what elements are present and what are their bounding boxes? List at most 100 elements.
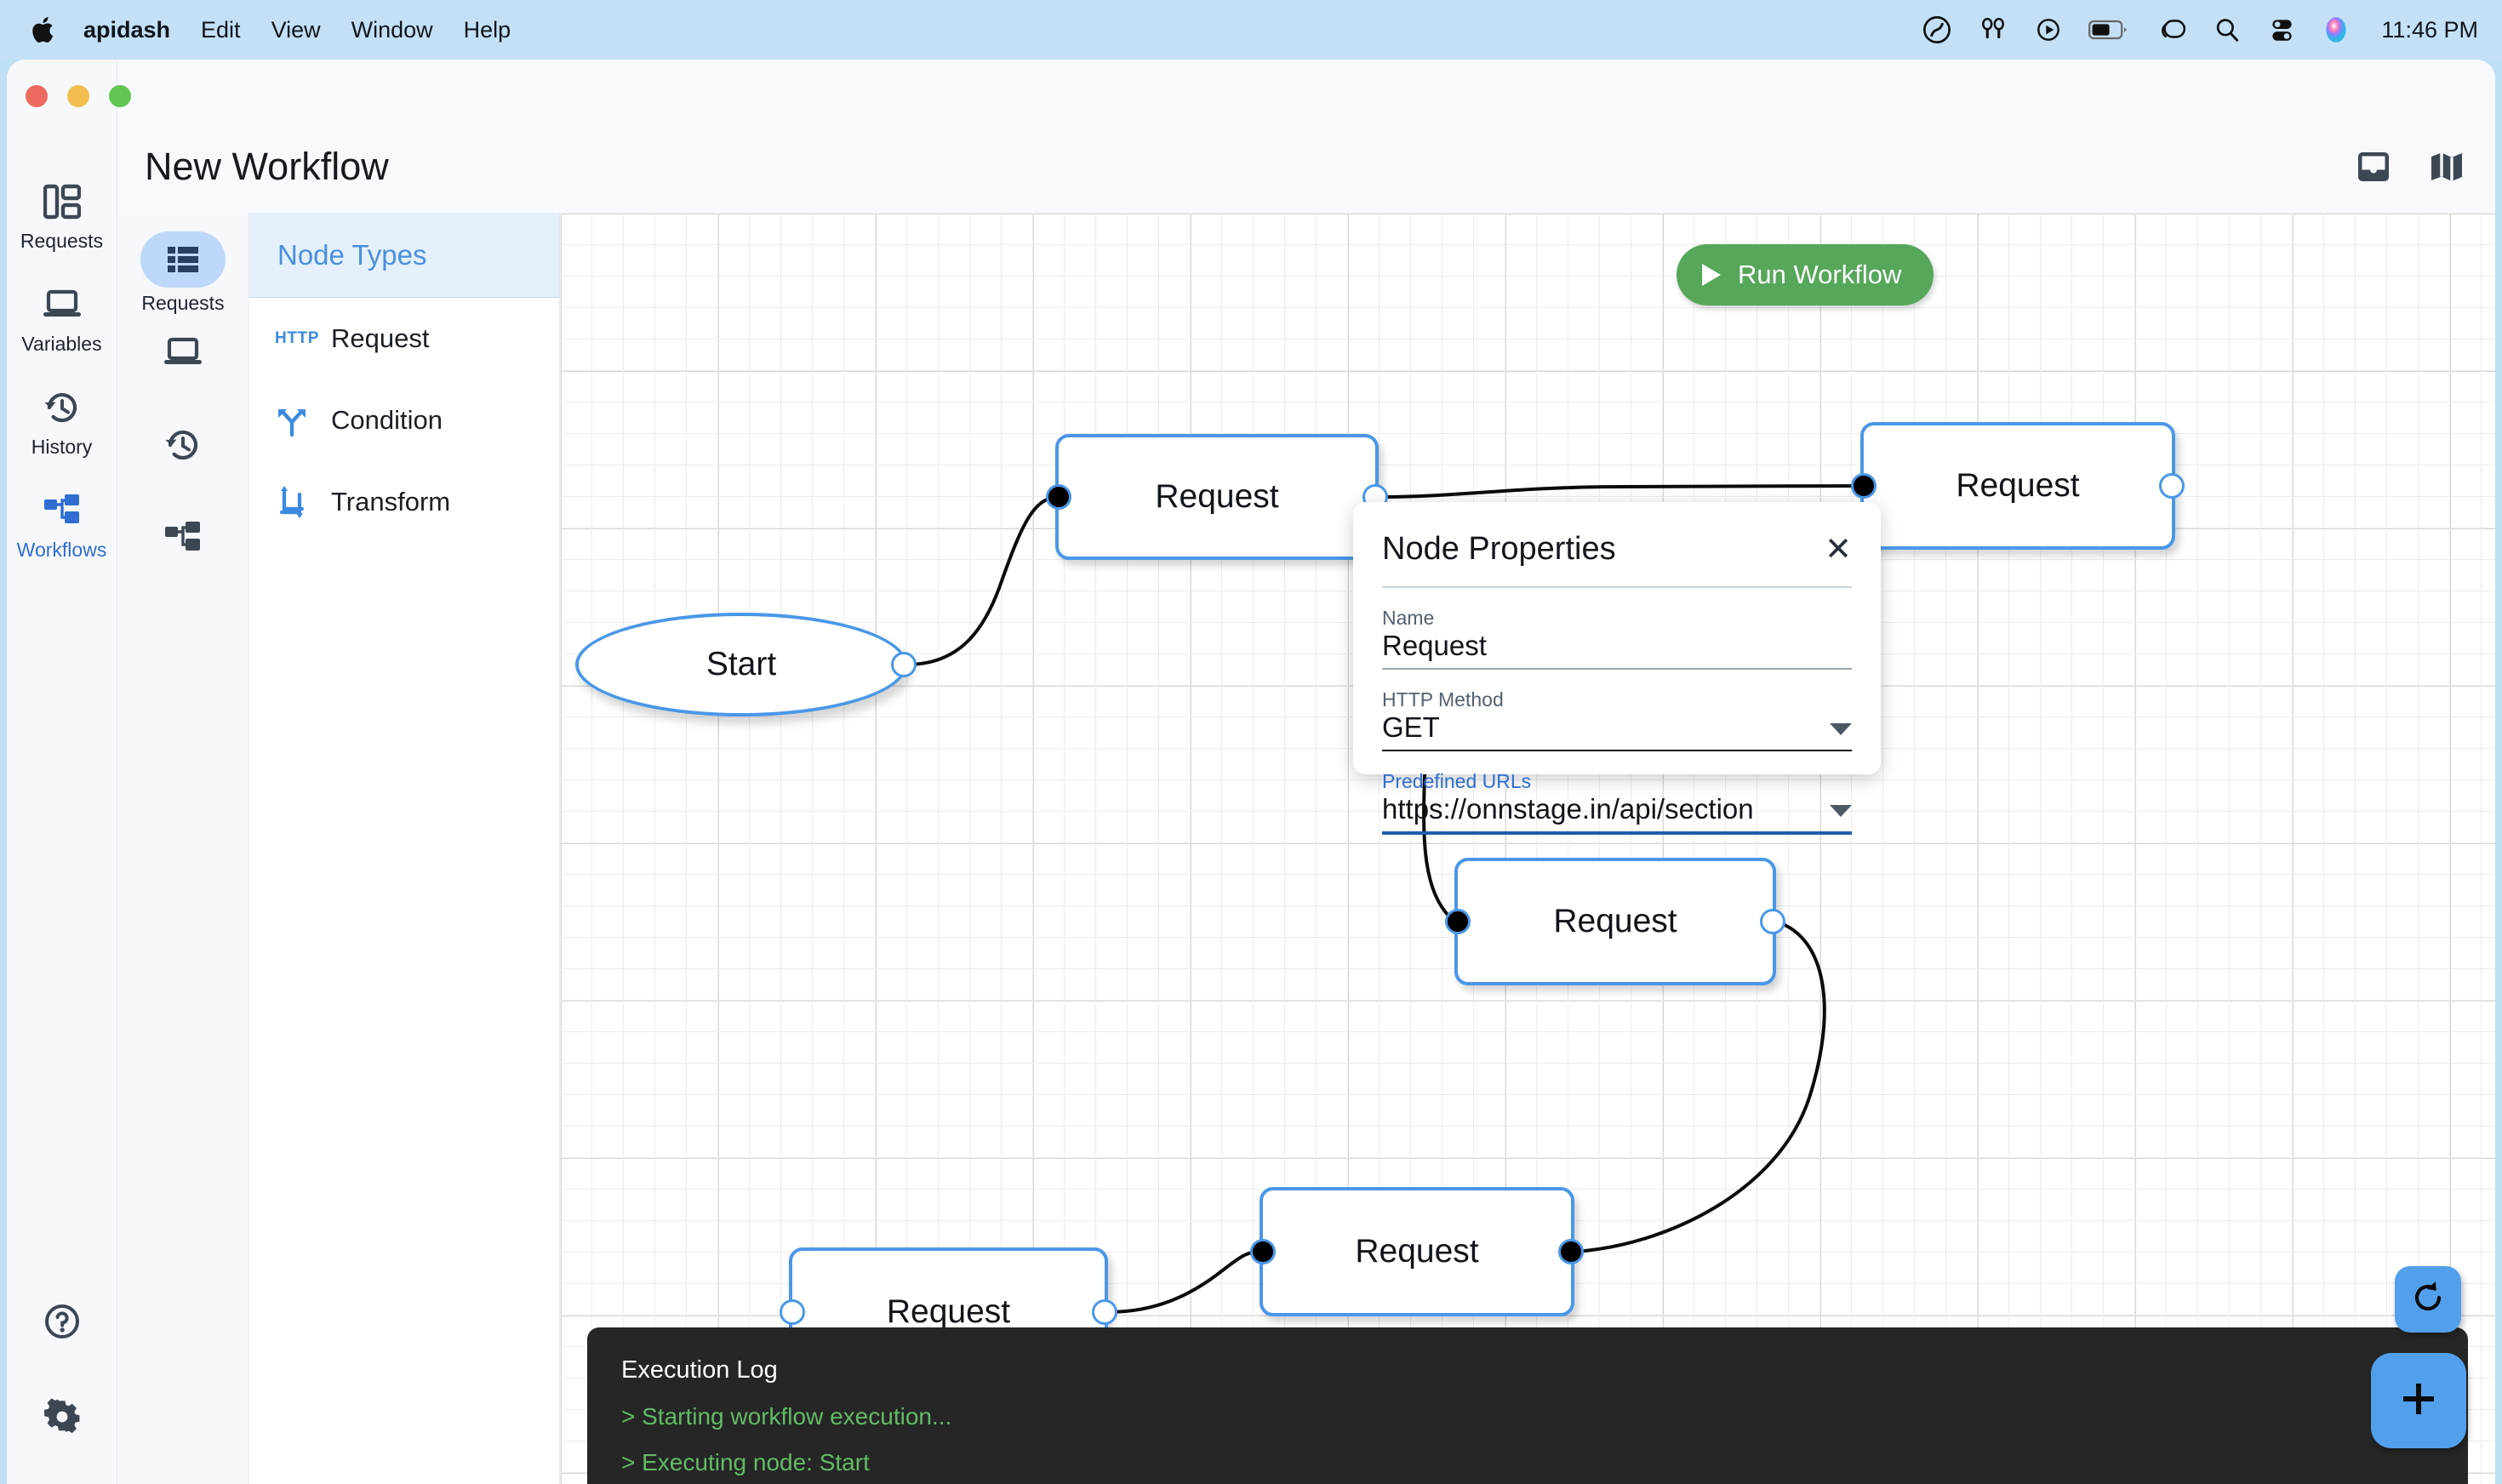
- list-rows-icon: [140, 231, 226, 288]
- sidebar-item-history[interactable]: History: [11, 385, 113, 459]
- menu-apidash[interactable]: apidash: [83, 16, 171, 43]
- history-clock-icon: [43, 385, 82, 431]
- battery-icon[interactable]: [2088, 13, 2129, 47]
- subrail-item-history[interactable]: [128, 417, 238, 501]
- app-window: Requests Variables History Workflows: [7, 60, 2495, 1484]
- node-label: Request: [1355, 1233, 1479, 1270]
- workflow-node-request-2[interactable]: Request: [1851, 422, 2185, 550]
- window-minimize-button[interactable]: [67, 85, 89, 107]
- workflow-header: New Workflow: [117, 60, 2495, 213]
- predefined-urls-select[interactable]: https://onnstage.in/api/section: [1382, 793, 1852, 831]
- sidebar-label-history: History: [31, 436, 93, 458]
- workflow-node-request-3[interactable]: Request: [1445, 858, 1785, 985]
- node-port-in[interactable]: [780, 1299, 805, 1325]
- subrail-label-requests: Requests: [141, 292, 225, 314]
- http-tag-icon: HTTP: [275, 329, 331, 348]
- link-chain-icon[interactable]: [2155, 13, 2187, 47]
- node-port-out[interactable]: [2159, 473, 2185, 499]
- menubar-status-area: 11:46 PM: [1922, 13, 2478, 47]
- chevron-down-icon: [1830, 723, 1852, 735]
- node-label: Start: [705, 646, 777, 682]
- workflow-subrail: Requests: [117, 213, 249, 1484]
- field-name: Name Request: [1382, 607, 1852, 670]
- node-types-title: Node Types: [277, 238, 427, 271]
- requests-icon: [43, 179, 81, 225]
- panel-bottom-icon[interactable]: [2356, 149, 2391, 189]
- workflow-node-start[interactable]: Start: [575, 613, 917, 716]
- run-workflow-button[interactable]: Run Workflow: [1677, 244, 1934, 305]
- menu-view[interactable]: View: [271, 16, 321, 43]
- node-properties-panel: Node Properties ✕ Name Request HTTP Meth…: [1353, 502, 1881, 835]
- execution-log-panel: Execution Log > Starting workflow execut…: [587, 1327, 2468, 1484]
- plus-icon: [2395, 1375, 2442, 1427]
- subrail-item-variables[interactable]: [128, 324, 238, 408]
- node-port-in[interactable]: [1851, 473, 1876, 499]
- refresh-icon: [2409, 1279, 2447, 1321]
- run-workflow-label: Run Workflow: [1738, 260, 1902, 289]
- node-port-out[interactable]: [1558, 1239, 1584, 1264]
- sidebar-label-workflows: Workflows: [16, 539, 107, 561]
- apple-logo-icon[interactable]: [31, 14, 60, 46]
- page-title: New Workflow: [145, 145, 389, 188]
- siri-icon[interactable]: [2322, 13, 2351, 47]
- subrail-item-workflows[interactable]: [128, 510, 238, 594]
- workflow-nodes-icon: [140, 510, 226, 566]
- history-clock-icon: [140, 417, 226, 473]
- http-tag-label: HTTP: [275, 329, 320, 347]
- workflow-node-request-4[interactable]: Request: [1250, 1187, 1584, 1316]
- http-method-select[interactable]: GET: [1382, 711, 1852, 750]
- node-properties-header: Node Properties ✕: [1382, 531, 1852, 568]
- node-types-header: Node Types: [249, 213, 559, 298]
- branch-fork-icon: [275, 404, 331, 437]
- field-http-method: HTTP Method GET: [1382, 688, 1852, 751]
- add-node-button[interactable]: [2371, 1353, 2466, 1448]
- sidebar-item-variables[interactable]: Variables: [11, 282, 113, 356]
- sidebar-label-requests: Requests: [20, 230, 104, 252]
- airpods-icon[interactable]: [1978, 13, 2008, 47]
- subrail-item-requests[interactable]: Requests: [128, 231, 238, 316]
- node-port-in[interactable]: [1250, 1239, 1276, 1264]
- node-port-out[interactable]: [1760, 909, 1785, 934]
- field-label-predefined-urls: Predefined URLs: [1382, 770, 1532, 792]
- now-playing-icon[interactable]: [2034, 13, 2063, 47]
- field-label-http-method: HTTP Method: [1382, 688, 1504, 711]
- node-type-request[interactable]: HTTP Request: [249, 298, 559, 380]
- window-close-button[interactable]: [26, 85, 48, 107]
- control-center-icon[interactable]: [2267, 13, 2296, 47]
- node-label: Request: [1155, 478, 1279, 515]
- menu-window[interactable]: Window: [351, 16, 433, 43]
- field-row-name[interactable]: Request: [1382, 630, 1852, 668]
- node-port-in[interactable]: [1445, 909, 1471, 934]
- node-port-out[interactable]: [1092, 1299, 1117, 1325]
- workflow-node-request-1[interactable]: Request: [1046, 434, 1388, 560]
- sidebar-item-requests[interactable]: Requests: [11, 179, 113, 253]
- refresh-canvas-button[interactable]: [2395, 1266, 2461, 1333]
- help-circle-icon[interactable]: [43, 1298, 81, 1344]
- primary-sidebar: Requests Variables History Workflows: [7, 60, 117, 1484]
- search-icon[interactable]: [2213, 13, 2242, 47]
- close-icon[interactable]: ✕: [1825, 531, 1852, 568]
- node-type-condition[interactable]: Condition: [249, 380, 559, 461]
- node-type-label-transform: Transform: [331, 487, 451, 517]
- menu-help[interactable]: Help: [463, 16, 511, 43]
- http-method-value: GET: [1382, 711, 1440, 743]
- log-line: > Executing node: Start: [621, 1449, 870, 1475]
- sidebar-item-workflows[interactable]: Workflows: [11, 488, 113, 562]
- node-port-out[interactable]: [891, 652, 917, 677]
- menu-edit[interactable]: Edit: [201, 16, 241, 43]
- node-port-in[interactable]: [1046, 484, 1071, 510]
- window-zoom-button[interactable]: [109, 85, 131, 107]
- menubar-clock[interactable]: 11:46 PM: [2381, 16, 2478, 43]
- node-type-transform[interactable]: Transform: [249, 461, 559, 543]
- node-label: Request: [1553, 903, 1677, 939]
- node-label: Request: [886, 1293, 1011, 1330]
- laptop-icon: [140, 324, 226, 380]
- workflow-canvas[interactable]: Start Request Request Request Request: [560, 213, 2495, 1484]
- creative-cloud-icon[interactable]: [1922, 13, 1952, 47]
- gear-icon[interactable]: [43, 1394, 81, 1440]
- field-label-name: Name: [1382, 607, 1435, 629]
- map-icon[interactable]: [2429, 149, 2465, 189]
- header-actions: [2356, 149, 2465, 189]
- execution-log-title: Execution Log: [621, 1356, 778, 1384]
- name-input-value: Request: [1382, 630, 1487, 661]
